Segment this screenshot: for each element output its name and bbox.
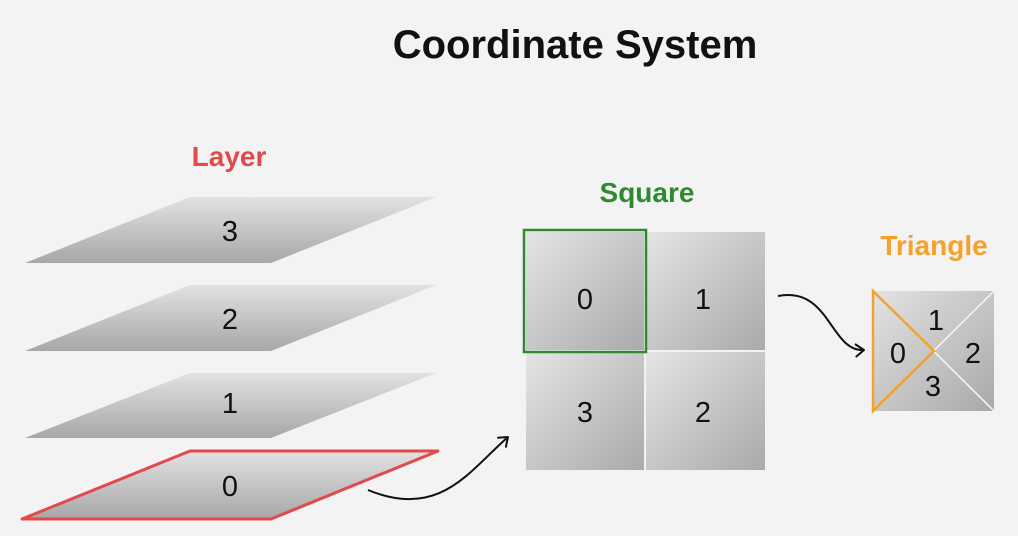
layer-label: Layer	[192, 141, 267, 172]
triangle-section-1-label: 1	[928, 305, 944, 337]
layer-2-plane	[25, 285, 436, 351]
layer-2-label: 2	[222, 304, 238, 336]
layer-3-plane	[25, 197, 436, 263]
triangle-0-highlight	[871, 288, 936, 414]
layer-0-plane	[20, 449, 440, 521]
layer-0-label: 0	[222, 471, 238, 503]
arrow-layer-to-square	[367, 436, 509, 501]
layer-1: 1	[25, 373, 436, 438]
square-cell-1-label: 1	[695, 284, 711, 316]
square-cell-0-bg	[526, 232, 644, 350]
square-cell-2-label: 2	[695, 397, 711, 429]
triangle-section-3-label: 3	[925, 371, 941, 403]
triangle-section-0-label: 0	[890, 338, 906, 370]
square-label: Square	[600, 177, 695, 208]
square-cell-1-bg	[646, 232, 765, 350]
layer-3: 3	[25, 197, 436, 263]
arrow-square-to-triangle	[777, 293, 865, 358]
triangle-section-2-label: 2	[965, 338, 981, 370]
square-cell-0-highlight	[522, 228, 648, 354]
square-section: Square 0 1 3 2	[522, 177, 765, 470]
square-cell-3-bg	[526, 352, 644, 470]
page-title: Coordinate System	[393, 23, 758, 67]
layer-1-plane	[25, 373, 436, 438]
triangle-label: Triangle	[880, 230, 987, 261]
triangle-section: Triangle 0 1 2 3	[871, 230, 995, 414]
layer-0: 0	[20, 449, 440, 521]
square-cell-0-label: 0	[577, 284, 593, 316]
square-cell-3-label: 3	[577, 397, 593, 429]
layer-section: Layer 3 2 1 0	[20, 141, 440, 521]
square-cell-2-bg	[646, 352, 765, 470]
layer-3-label: 3	[222, 216, 238, 248]
layer-1-label: 1	[222, 388, 238, 420]
layer-2: 2	[25, 285, 436, 351]
